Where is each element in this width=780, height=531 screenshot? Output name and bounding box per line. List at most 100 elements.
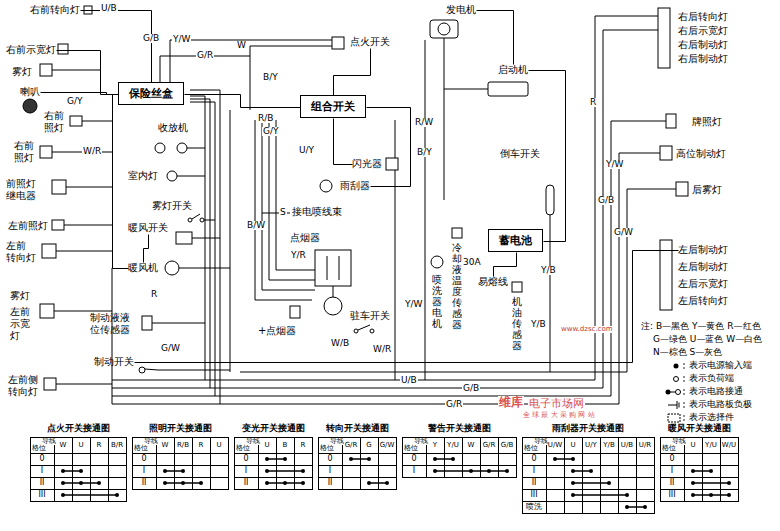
legend-symbol <box>683 389 685 391</box>
table-header: 导线 <box>533 438 549 445</box>
contact-dot <box>79 481 83 485</box>
component-symbol <box>165 261 179 275</box>
component-name: 冷却液温度传感器 <box>452 242 462 330</box>
contact-dot <box>625 493 629 497</box>
wire-connector <box>135 251 679 363</box>
component-name: 机油传感器 <box>512 296 522 351</box>
table-header: W <box>54 442 72 449</box>
table-row-label: 0 <box>132 455 156 463</box>
legend-sample <box>666 389 685 395</box>
wire-color-code: G/B <box>597 196 615 205</box>
component-name: 喇叭 <box>20 86 40 98</box>
table-row-label: III <box>522 491 546 499</box>
component-name: 右后制动灯 <box>678 53 728 65</box>
legend-text: 表示选择件 <box>688 413 735 422</box>
table-rule <box>30 477 126 478</box>
contact-dot <box>553 457 557 461</box>
table-row-label: II <box>30 479 54 487</box>
legend-symbol <box>666 390 671 395</box>
component-label: 雾灯 <box>12 66 32 78</box>
contact-dot <box>487 469 491 473</box>
contact-link <box>351 458 369 460</box>
component-label: 易熔线 <box>478 276 508 288</box>
table-header: G/R <box>342 442 360 449</box>
contact-link <box>165 470 183 472</box>
component-symbol <box>23 6 688 390</box>
contact-dot <box>691 481 695 485</box>
table-row-label: 0 <box>234 455 258 463</box>
table-header: Y <box>426 442 444 449</box>
wire-line <box>52 16 676 404</box>
component-symbol <box>200 218 204 222</box>
contact-link <box>63 494 117 496</box>
table-rule <box>294 437 295 489</box>
table-rule <box>564 437 565 513</box>
component-symbol <box>142 316 152 330</box>
table-header: 格位 <box>31 445 47 452</box>
contact-dot <box>607 481 611 485</box>
component-symbol <box>40 146 52 158</box>
note-text: N—棕色 S—灰色 <box>652 348 723 357</box>
table-header: 导线 <box>329 438 345 445</box>
table-rule <box>132 453 228 454</box>
component-box: 保险丝盒 <box>118 82 184 105</box>
component-box: 组合开关 <box>300 95 366 118</box>
contact-link <box>435 458 453 460</box>
table-rule <box>582 437 583 513</box>
component-symbol <box>40 64 52 76</box>
legend-symbol <box>679 403 680 408</box>
component-name: 雾灯 <box>10 290 30 302</box>
table-header: G/B <box>498 442 516 449</box>
table-rule <box>378 437 379 489</box>
wire-line <box>444 89 488 90</box>
component-symbol <box>354 329 358 333</box>
component-name: 前照灯 继电器 <box>6 178 39 202</box>
component-name: 收放机 <box>158 122 188 134</box>
wire-color-code: R/W <box>414 118 434 127</box>
contact-link <box>63 470 81 472</box>
table-rule <box>720 437 721 501</box>
legend-sample <box>668 401 685 409</box>
contact-dot <box>301 469 305 473</box>
table-header: Y/B <box>600 442 618 449</box>
contact-dot <box>433 457 437 461</box>
wire-line <box>179 268 230 269</box>
component-label: 点烟器 <box>290 232 320 244</box>
component-name: 闪光器 <box>352 158 382 170</box>
component-symbol <box>44 378 56 390</box>
table-row-label: I <box>132 467 156 475</box>
component-label: 倒车开关 <box>500 148 540 160</box>
wire-color-code: G/Y <box>66 97 84 106</box>
component-symbol <box>339 256 340 280</box>
table-rule <box>276 437 277 489</box>
contact-link <box>693 470 711 472</box>
contact-dot <box>115 493 119 497</box>
contact-dot <box>181 469 185 473</box>
component-symbol <box>430 20 458 38</box>
wire-connector <box>494 253 517 277</box>
table-rule <box>660 453 738 454</box>
table-header: U/B <box>618 442 636 449</box>
table-rule <box>522 501 654 502</box>
table-row-label: I <box>660 467 684 475</box>
component-symbol <box>452 228 462 238</box>
table-rule <box>636 437 637 513</box>
component-name: 保险丝盒 <box>129 87 173 100</box>
contact-link <box>267 458 285 460</box>
contact-dot <box>283 457 287 461</box>
component-symbol <box>332 37 344 49</box>
contact-dot <box>571 469 575 473</box>
table-header: U <box>684 442 702 449</box>
table-row-label: III <box>30 491 54 499</box>
table-header: Y/U <box>444 442 462 449</box>
component-symbol <box>666 114 676 128</box>
component-label: 左前 示宽灯 <box>10 306 32 342</box>
component-label: 驻车开关 <box>350 310 390 322</box>
wire-connector <box>57 51 119 95</box>
wire-color-code: G/B <box>142 34 160 43</box>
contact-dot <box>727 481 731 485</box>
component-label: 右后转向灯 <box>678 11 728 23</box>
component-name: 右前示宽灯 <box>6 44 56 56</box>
table-rule <box>618 437 619 513</box>
